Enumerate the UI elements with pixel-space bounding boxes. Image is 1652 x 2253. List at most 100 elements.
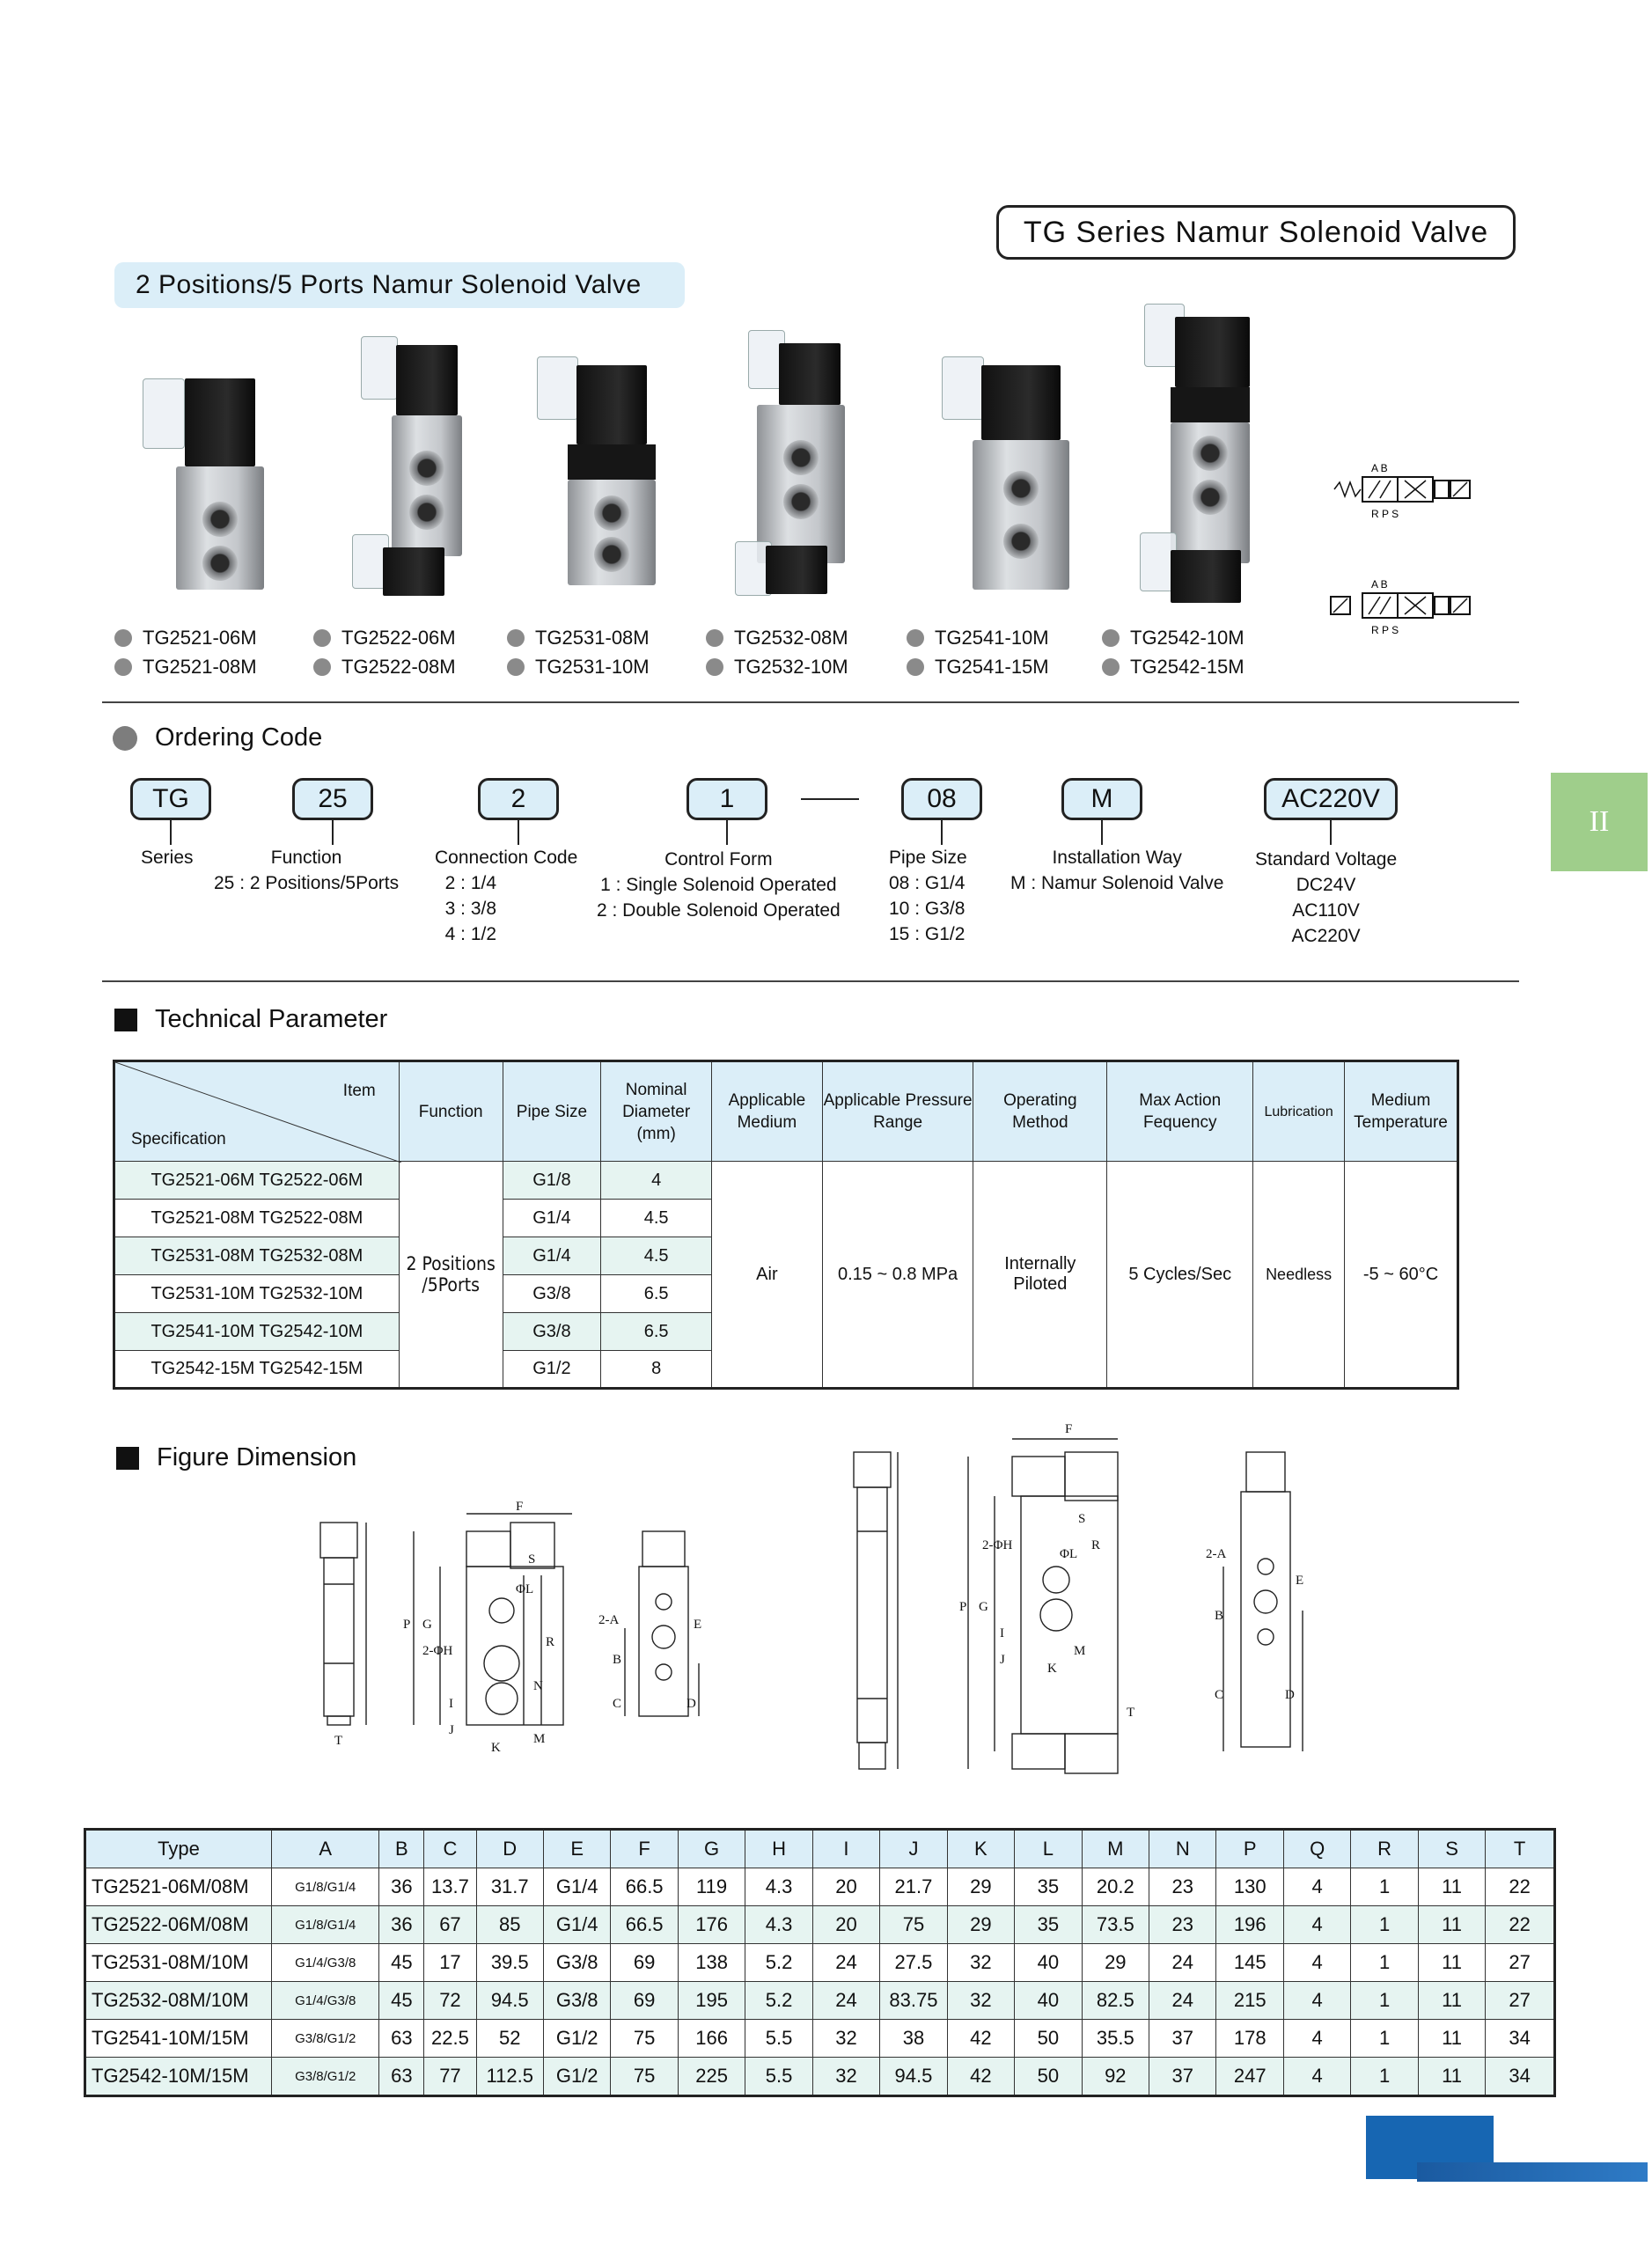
bullet-icon (907, 658, 924, 676)
dim-label: R (546, 1635, 554, 1649)
dim-label: S (1078, 1512, 1085, 1526)
dim-label: G (422, 1618, 432, 1632)
dim-label: ΦL (516, 1582, 533, 1596)
col-header: Type (84, 1829, 273, 1868)
dim-label: S (528, 1552, 535, 1567)
col-header: B (378, 1829, 425, 1868)
technical-parameter-table: Item Specification Function Pipe Size No… (113, 1060, 1459, 1390)
subtitle: 2 Positions/5 Ports Namur Solenoid Valve (114, 262, 685, 308)
bullet-icon (507, 629, 525, 647)
col-header: L (1014, 1829, 1083, 1868)
dim-label: J (1000, 1653, 1005, 1667)
product-image-tg2522 (343, 327, 475, 600)
dim-label: 2-ΦH (982, 1538, 1012, 1552)
section-tab[interactable]: II (1551, 773, 1648, 871)
col-header: Applicable Medium (711, 1060, 823, 1162)
code-control: 1 (686, 778, 767, 820)
dim-label: B (1215, 1609, 1223, 1623)
connector-line (170, 820, 172, 845)
dim-label: C (1215, 1688, 1223, 1702)
dim-label: P (959, 1600, 966, 1614)
col-header: N (1149, 1829, 1217, 1868)
connector-line (1330, 820, 1332, 845)
product-image-tg2521 (132, 370, 273, 598)
symbol-port-label: A B (1371, 578, 1388, 591)
connector-line (332, 820, 334, 845)
col-header: D (475, 1829, 544, 1868)
corner-item-label: Item (342, 1082, 376, 1100)
dim-label: T (334, 1734, 342, 1748)
divider (102, 701, 1519, 703)
connector-line (941, 820, 943, 845)
model-label: TG2531-08M (507, 627, 650, 649)
pipe-size-cell: G1/8 (502, 1161, 602, 1200)
col-header: Medium Temperature (1344, 1060, 1458, 1162)
col-header: R (1350, 1829, 1419, 1868)
dimension-drawing-double: F G P 2-ΦH ΦL S R I J K M T 2-A E B C D (853, 1422, 1303, 1774)
install-description: Installation Way M : Namur Solenoid Valv… (1010, 848, 1224, 893)
connector-line (726, 820, 728, 845)
dim-label: E (1296, 1574, 1303, 1588)
dim-label: I (1000, 1626, 1004, 1640)
medium-cell: Air (711, 1161, 823, 1389)
dim-label: N (533, 1679, 543, 1693)
bullet-icon (114, 658, 132, 676)
model-label: TG2532-10M (706, 656, 848, 679)
pipe-size-cell: G3/8 (502, 1312, 602, 1351)
bullet-icon (114, 1008, 137, 1031)
spec-cell: TG2531-08M TG2532-08M (114, 1237, 400, 1275)
dim-label: M (1074, 1644, 1085, 1658)
col-header: Pipe Size (502, 1060, 602, 1162)
dim-label: C (613, 1697, 621, 1711)
bullet-icon (313, 658, 331, 676)
dimension-table: Type A B C D E F G H I J K L M N P Q R S… (84, 1828, 1556, 2097)
dim-label: F (516, 1500, 523, 1514)
dim-label: M (533, 1732, 545, 1746)
dim-label: J (449, 1723, 454, 1737)
bullet-icon (907, 629, 924, 647)
double-solenoid-symbol: A B R P S (1330, 578, 1471, 636)
control-description: Control Form 1 : Single Solenoid Operate… (597, 849, 841, 921)
bullet-icon (116, 1446, 139, 1470)
bullet-icon (114, 629, 132, 647)
col-header: P (1215, 1829, 1284, 1868)
dim-label: T (1127, 1706, 1134, 1720)
symbol-port-label: A B (1371, 462, 1388, 474)
connector-line (1101, 820, 1103, 845)
col-header: Max Action Fequency (1106, 1060, 1254, 1162)
divider (102, 980, 1519, 982)
series-description: Series (141, 848, 194, 868)
voltage-description: Standard Voltage DC24V AC110V AC220V (1255, 849, 1398, 946)
pressure-cell: 0.15 ~ 0.8 MPa (821, 1161, 974, 1389)
model-label: TG2542-15M (1102, 656, 1245, 679)
connection-description: Connection Code 2 : 1/4 3 : 3/8 4 : 1/2 (435, 848, 578, 944)
diameter-cell: 4 (600, 1161, 712, 1200)
model-label: TG2542-10M (1102, 627, 1245, 649)
pipe-size-cell: G1/4 (502, 1237, 602, 1275)
bullet-icon (1102, 658, 1120, 676)
dim-label: 2-A (598, 1613, 619, 1627)
dim-label: D (686, 1697, 696, 1711)
bullet-icon (507, 658, 525, 676)
dim-label: 2-A (1206, 1547, 1226, 1561)
dim-label: K (491, 1741, 501, 1755)
spec-cell: TG2521-06M TG2522-06M (114, 1161, 400, 1200)
diameter-cell: 6.5 (600, 1312, 712, 1351)
diameter-cell: 4.5 (600, 1199, 712, 1237)
diagonal-line (115, 1062, 401, 1163)
col-header: T (1485, 1829, 1555, 1868)
bullet-icon (113, 725, 137, 751)
diameter-cell: 8 (600, 1350, 712, 1389)
product-image-tg2532 (722, 326, 854, 607)
function-cell: 2 Positions /5Ports (398, 1161, 503, 1389)
col-header: Q (1282, 1829, 1352, 1868)
technical-parameter-heading: Technical Parameter (114, 1005, 387, 1034)
product-image-tg2541 (933, 348, 1083, 603)
dim-label: ΦL (1060, 1547, 1077, 1561)
model-label: TG2541-15M (907, 656, 1049, 679)
col-header: Function (398, 1060, 503, 1162)
